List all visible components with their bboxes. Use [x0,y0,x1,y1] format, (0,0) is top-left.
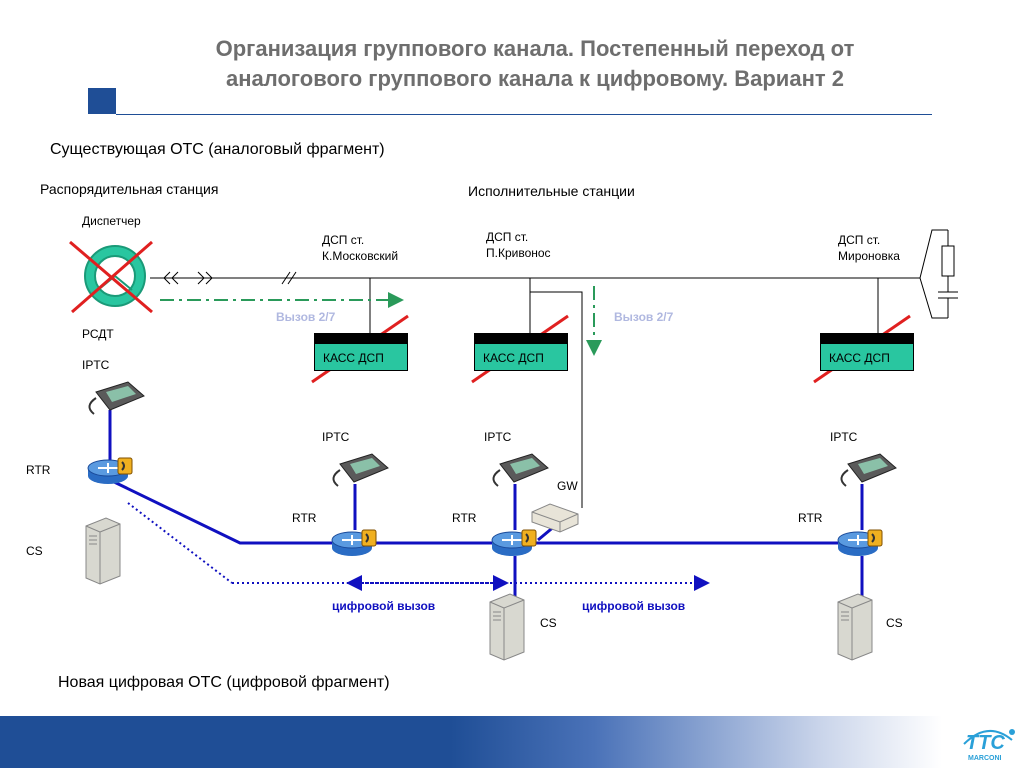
iptc-label-4: IPTC [830,430,858,444]
control-station-label: Распорядительная станция [40,181,219,197]
title-line-2: аналогового группового канала к цифровом… [226,66,844,91]
rtr-label-2: RTR [292,511,317,525]
kass-label: КАСС ДСП [483,351,544,365]
kass-dsp-moskovsky: КАСС ДСП [314,333,408,371]
dsp-mironovka-line2: Мироновка [838,249,900,263]
gateway-icon [531,503,579,533]
ttc-logo-icon [963,729,1015,745]
rtr-label-4: RTR [798,511,823,525]
dsp-moskovsky-line2: К.Московский [322,249,399,263]
router-icon-2 [331,529,377,556]
executive-stations-label: Исполнительные станции [468,183,635,199]
dsp-mironovka-line1: ДСП ст. [838,233,881,247]
footer-band [0,716,1024,768]
cs-label-2: CS [540,616,557,630]
kass-label: КАСС ДСП [323,351,384,365]
dsp-moskovsky-line1: ДСП ст. [322,233,365,247]
digital-call-label-2: цифровой вызов [582,599,686,613]
kass-dsp-mironovka: КАСС ДСП [820,333,914,371]
section-existing-label: Существующая ОТС (аналоговый фрагмент) [50,141,385,158]
server-icon-3 [837,593,873,661]
title-line-1: Организация группового канала. Постепенн… [215,36,855,61]
section-new-label: Новая цифровая ОТС (цифровой фрагмент) [58,674,390,691]
dsp-krivonos-label: ДСП ст. П.Кривонос [486,229,551,261]
router-icon-3 [491,529,537,556]
logo-brand: TTC [966,732,1005,754]
kass-dsp-krivonos: КАСС ДСП [474,333,568,371]
dsp-moskovsky-label: ДСП ст. К.Московский [322,232,398,264]
title-divider [116,114,932,115]
router-icon-4 [837,529,883,556]
dsp-krivonos-line1: ДСП ст. [486,230,529,244]
analog-call-label-1: Вызов 2/7 [276,310,336,324]
digital-backbone [108,410,864,598]
iptc-phone-icon-4 [840,453,897,487]
logo-sub: MARCONI [968,755,1002,762]
digital-call-diagonal [127,502,233,584]
rtr-label-3: RTR [452,511,477,525]
dsp-krivonos-line2: П.Кривонос [486,246,551,260]
router-icon-1 [87,457,133,484]
kass-label: КАСС ДСП [829,351,890,365]
title-accent-square [88,88,116,114]
analog-call-label-2: Вызов 2/7 [614,310,674,324]
dispatcher-label: Диспетчер [82,214,141,228]
cs-label-3: CS [886,616,903,630]
iptc-phone-icon-3 [492,453,549,487]
rsdt-label: РСДТ [82,327,114,341]
line-termination [919,229,958,319]
iptc-phone-icon-2 [332,453,389,487]
iptc-label-3: IPTC [484,430,512,444]
server-icon-1 [85,517,121,585]
iptc-label-1: IPTC [82,358,110,372]
page-title: Организация группового канала. Постепенн… [140,34,930,94]
iptc-phone-icon-1 [88,381,145,415]
server-icon-2 [489,593,525,661]
iptc-label-2: IPTC [322,430,350,444]
digital-call-label-1: цифровой вызов [332,599,436,613]
gw-label: GW [557,479,578,493]
cs-label-1: CS [26,544,43,558]
rtr-label-1: RTR [26,463,51,477]
dispatcher-console-icon [69,240,153,314]
analog-group-channel-line [150,271,920,285]
dsp-mironovka-label: ДСП ст. Мироновка [838,232,900,264]
